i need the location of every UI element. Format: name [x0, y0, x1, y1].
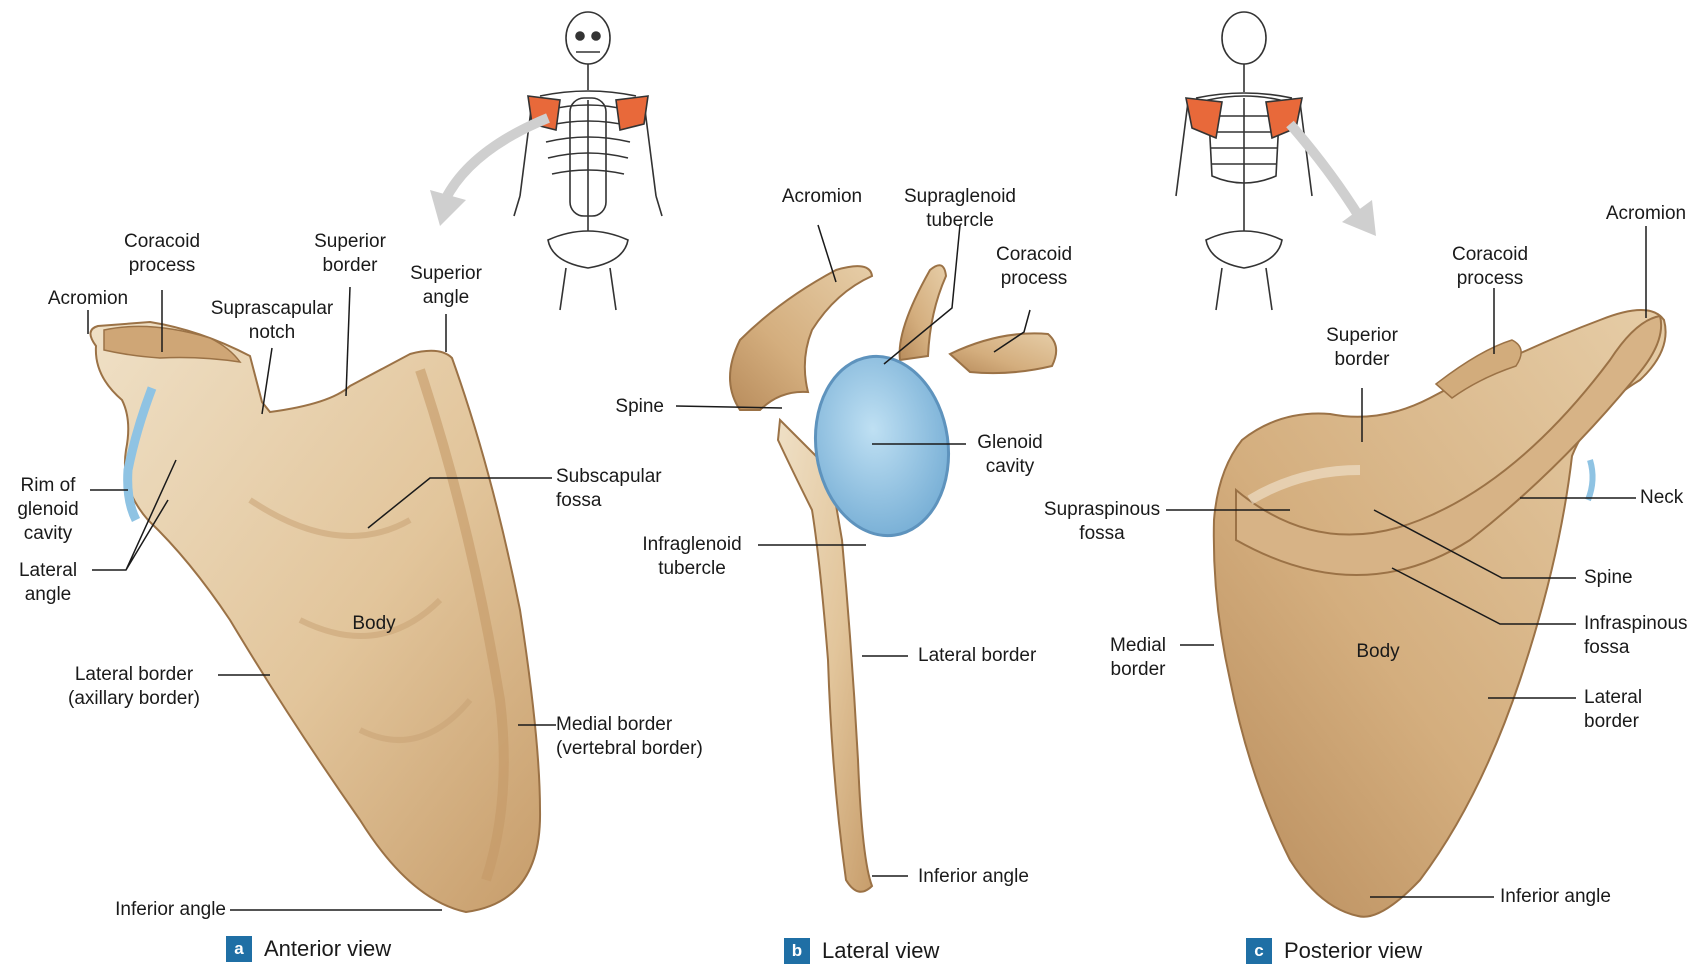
label-anterior-lateral-angle: Lateral angle	[19, 559, 77, 607]
label-posterior-body: Body	[1356, 640, 1399, 664]
label-posterior-neck: Neck	[1640, 486, 1683, 510]
label-posterior-lateral-border: Lateral border	[1584, 686, 1642, 734]
label-anterior-acromion: Acromion	[48, 287, 128, 311]
label-lateral-infraglenoid-tubercle: Infraglenoid tubercle	[642, 533, 741, 581]
skeleton-posterior-thumbnail	[1176, 12, 1312, 310]
caption-text-anterior: Anterior view	[264, 936, 391, 962]
caption-lateral-view: b Lateral view	[784, 938, 939, 964]
label-lateral-spine: Spine	[615, 395, 664, 419]
label-anterior-inferior-angle: Inferior angle	[115, 898, 226, 922]
caption-text-lateral: Lateral view	[822, 938, 939, 964]
label-lateral-coracoid-process: Coracoid process	[996, 243, 1072, 291]
label-lateral-supraglenoid-tubercle: Supraglenoid tubercle	[904, 185, 1016, 233]
label-posterior-spine: Spine	[1584, 566, 1633, 590]
label-anterior-lateral-border: Lateral border (axillary border)	[68, 663, 200, 711]
pointer-arrow-anterior	[445, 118, 548, 200]
label-posterior-acromion: Acromion	[1606, 202, 1686, 226]
scapula-lateral-shape	[730, 265, 1056, 892]
label-anterior-rim-of-glenoid-cavity: Rim of glenoid cavity	[17, 474, 78, 546]
label-anterior-coracoid-process: Coracoid process	[124, 230, 200, 278]
label-posterior-medial-border: Medial border	[1110, 634, 1166, 682]
label-posterior-superior-border: Superior border	[1326, 324, 1398, 372]
label-lateral-acromion: Acromion	[782, 185, 862, 209]
label-anterior-body: Body	[352, 612, 395, 636]
caption-badge-c: c	[1246, 938, 1272, 964]
label-posterior-inferior-angle: Inferior angle	[1500, 885, 1611, 909]
label-posterior-infraspinous-fossa: Infraspinous fossa	[1584, 612, 1688, 660]
label-anterior-medial-border: Medial border (vertebral border)	[556, 713, 703, 761]
caption-posterior-view: c Posterior view	[1246, 938, 1422, 964]
pointer-arrow-posterior	[1290, 124, 1360, 218]
label-lateral-glenoid-cavity: Glenoid cavity	[977, 431, 1043, 479]
caption-badge-b: b	[784, 938, 810, 964]
label-posterior-coracoid-process: Coracoid process	[1452, 243, 1528, 291]
label-anterior-superior-angle: Superior angle	[410, 262, 482, 310]
label-anterior-superior-border: Superior border	[314, 230, 386, 278]
label-lateral-inferior-angle: Inferior angle	[918, 865, 1029, 889]
label-anterior-suprascapular-notch: Suprascapular notch	[211, 297, 334, 345]
skeleton-anterior-thumbnail	[514, 12, 662, 310]
caption-anterior-view: a Anterior view	[226, 936, 391, 962]
caption-badge-a: a	[226, 936, 252, 962]
label-lateral-lateral-border: Lateral border	[918, 644, 1036, 668]
scapula-anterior-shape	[90, 322, 540, 912]
caption-text-posterior: Posterior view	[1284, 938, 1422, 964]
label-posterior-supraspinous-fossa: Supraspinous fossa	[1044, 498, 1160, 546]
label-anterior-subscapular-fossa: Subscapular fossa	[556, 465, 662, 513]
